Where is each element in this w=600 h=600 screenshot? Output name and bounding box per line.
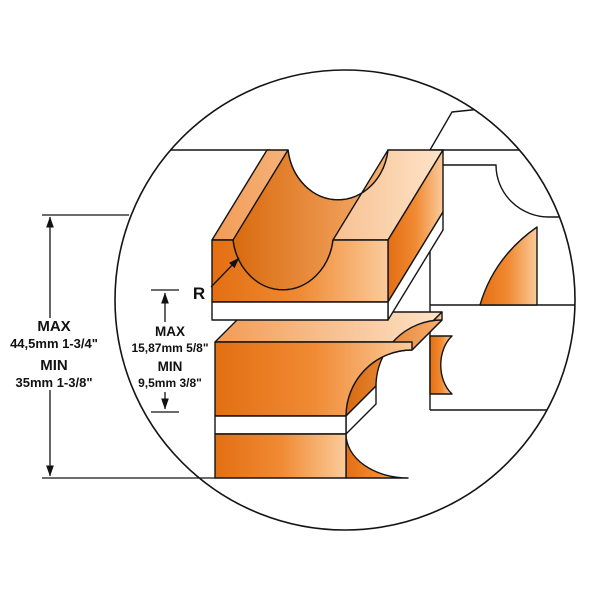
inner-max-value: 15,87mm 5/8" bbox=[131, 341, 208, 355]
inner-min-label: MIN bbox=[158, 359, 183, 374]
bottom-cutter-front-face bbox=[214, 341, 413, 417]
radius-label: R bbox=[193, 284, 205, 303]
right-moulding-profile bbox=[429, 98, 575, 411]
profile-small-cove-cutter bbox=[429, 335, 453, 395]
inner-max-label: MAX bbox=[155, 324, 185, 339]
top-cutter-front-face bbox=[211, 239, 389, 303]
outer-min-value: 35mm 1-3/8" bbox=[16, 375, 93, 390]
outer-dimension bbox=[42, 214, 215, 479]
profile-cove-step bbox=[430, 164, 562, 218]
outer-max-value: 44,5mm 1-3/4" bbox=[10, 336, 98, 351]
circle-interior bbox=[151, 98, 575, 479]
profile-cutter-wedge bbox=[479, 226, 538, 306]
inner-min-value: 9,5mm 3/8" bbox=[138, 376, 202, 390]
magnifier-circle bbox=[114, 69, 576, 531]
outer-min-label: MIN bbox=[40, 357, 68, 374]
outer-max-label: MAX bbox=[37, 318, 70, 335]
bottom-cutter-lower-strip bbox=[214, 433, 347, 479]
bottom-strip-cove-end bbox=[345, 433, 409, 479]
bottom-spacer-ring bbox=[214, 415, 347, 435]
profile-top-block bbox=[429, 98, 575, 151]
inner-dimension bbox=[151, 289, 179, 413]
top-spacer-ring bbox=[211, 301, 389, 321]
radius-callout-arrow bbox=[210, 257, 240, 288]
top-cutter bbox=[211, 149, 444, 321]
bottom-cutter bbox=[214, 311, 443, 479]
